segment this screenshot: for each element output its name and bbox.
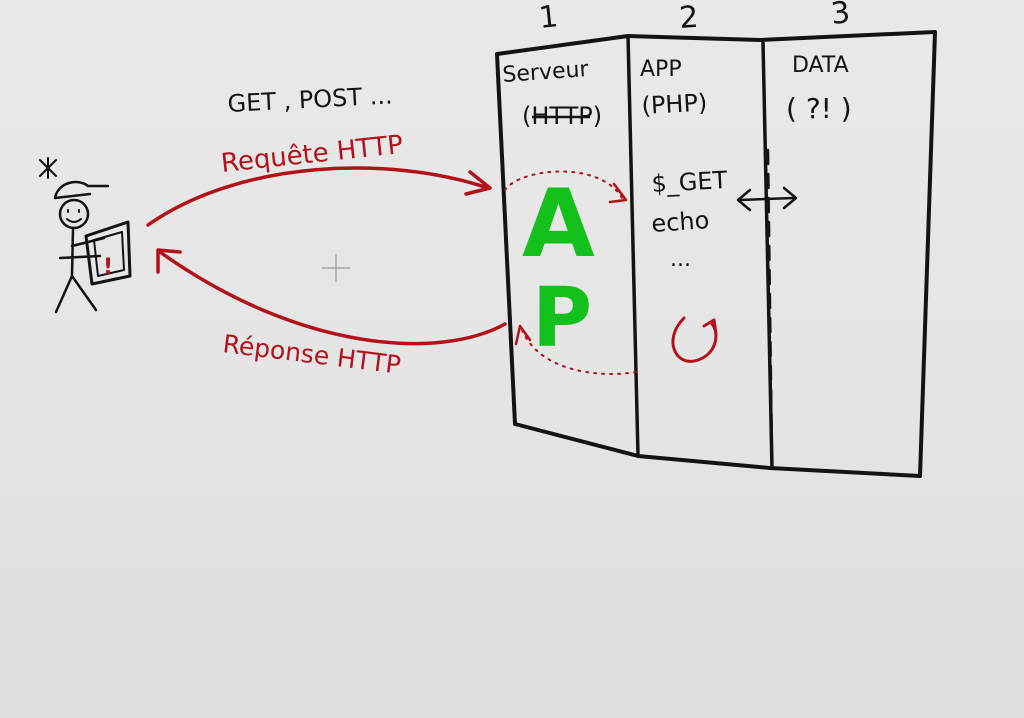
app-code-get: $_GET — [651, 166, 728, 198]
head — [58, 198, 90, 230]
server-title: Serveur — [502, 57, 591, 88]
app-subtitle: (PHP) — [641, 89, 708, 120]
app-code-echo: echo — [650, 206, 710, 238]
laptop-icon: ! — [84, 220, 132, 286]
column-number-3: 3 — [829, 0, 852, 32]
response-label: Réponse HTTP — [221, 329, 402, 380]
spark-icon — [39, 157, 57, 179]
column-number-2: 2 — [678, 0, 699, 36]
column-divider-2-dashed — [766, 148, 774, 462]
cursor-crosshair-icon — [322, 254, 350, 282]
user-stick-figure: ! — [39, 157, 132, 314]
column-divider-1 — [626, 34, 640, 458]
body — [54, 226, 98, 314]
response-arrow — [156, 248, 507, 346]
column-number-1: 1 — [537, 0, 560, 36]
big-letter-p: P — [532, 271, 592, 366]
internal-loop-arrow — [504, 170, 637, 375]
app-code-ellipsis: ... — [670, 247, 691, 272]
bidirectional-arrow-icon — [736, 186, 798, 212]
server-box — [495, 30, 937, 478]
data-subtitle: ( ?! ) — [786, 92, 852, 125]
request-arrow — [146, 166, 492, 227]
face — [66, 209, 82, 223]
http-methods-label: GET , POST ... — [227, 81, 393, 118]
cap — [53, 180, 110, 200]
arms — [58, 236, 106, 260]
big-letter-a: A — [522, 170, 595, 279]
app-title: APP — [640, 57, 682, 82]
process-loop-icon — [671, 316, 718, 363]
screen-alert-mark: ! — [103, 255, 113, 280]
data-title: DATA — [792, 53, 849, 78]
